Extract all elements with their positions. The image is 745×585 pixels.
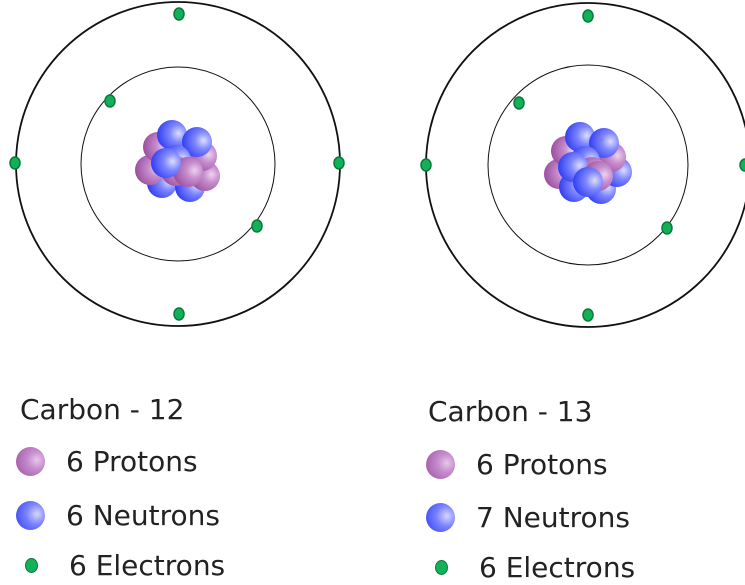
- legend-item-neutrons: 7 Neutrons: [426, 499, 630, 535]
- electron: [661, 221, 673, 235]
- electron: [739, 158, 745, 172]
- electron-icon: [25, 557, 38, 573]
- inner-orbit: [487, 64, 689, 266]
- neutron-icon: [426, 502, 455, 532]
- neutron: [157, 120, 187, 150]
- electron-icon: [435, 559, 448, 575]
- electron: [582, 308, 594, 322]
- legend-label: 6 Neutrons: [66, 498, 220, 532]
- electron: [333, 156, 345, 170]
- atom-title-carbon-13: Carbon - 13: [428, 395, 593, 428]
- legend-label: 6 Protons: [66, 444, 198, 478]
- electron: [513, 96, 525, 110]
- electrons: [420, 9, 745, 322]
- carbon-13-atom: [420, 2, 745, 328]
- nucleus: [544, 122, 632, 204]
- legend-label: 6 Protons: [476, 447, 608, 481]
- legend-item-protons: 6 Protons: [426, 446, 608, 482]
- electron: [173, 7, 185, 21]
- electron: [173, 307, 185, 321]
- neutron: [573, 167, 603, 197]
- legend-label: 7 Neutrons: [476, 500, 630, 534]
- neutron: [589, 128, 619, 158]
- electron: [251, 219, 263, 233]
- legend-item-electrons: 6 Electrons: [426, 549, 635, 585]
- electron: [9, 156, 21, 170]
- legend-item-neutrons: 6 Neutrons: [16, 497, 220, 533]
- electron: [582, 9, 594, 23]
- electron: [420, 158, 432, 172]
- neutron-icon: [16, 500, 45, 530]
- electron: [104, 94, 116, 108]
- nucleus: [135, 120, 220, 202]
- carbon-12-atom: [9, 1, 345, 327]
- neutron: [151, 148, 181, 178]
- neutron: [182, 127, 212, 157]
- proton-icon: [426, 449, 455, 479]
- inner-orbit: [80, 66, 276, 262]
- legend-item-electrons: 6 Electrons: [16, 547, 225, 583]
- proton-icon: [16, 446, 45, 476]
- legend-item-protons: 6 Protons: [16, 443, 198, 479]
- neutron: [565, 122, 595, 152]
- electrons: [9, 7, 345, 321]
- legend-label: 6 Electrons: [479, 550, 636, 584]
- legend-label: 6 Electrons: [69, 548, 226, 582]
- atom-title-carbon-12: Carbon - 12: [20, 393, 185, 426]
